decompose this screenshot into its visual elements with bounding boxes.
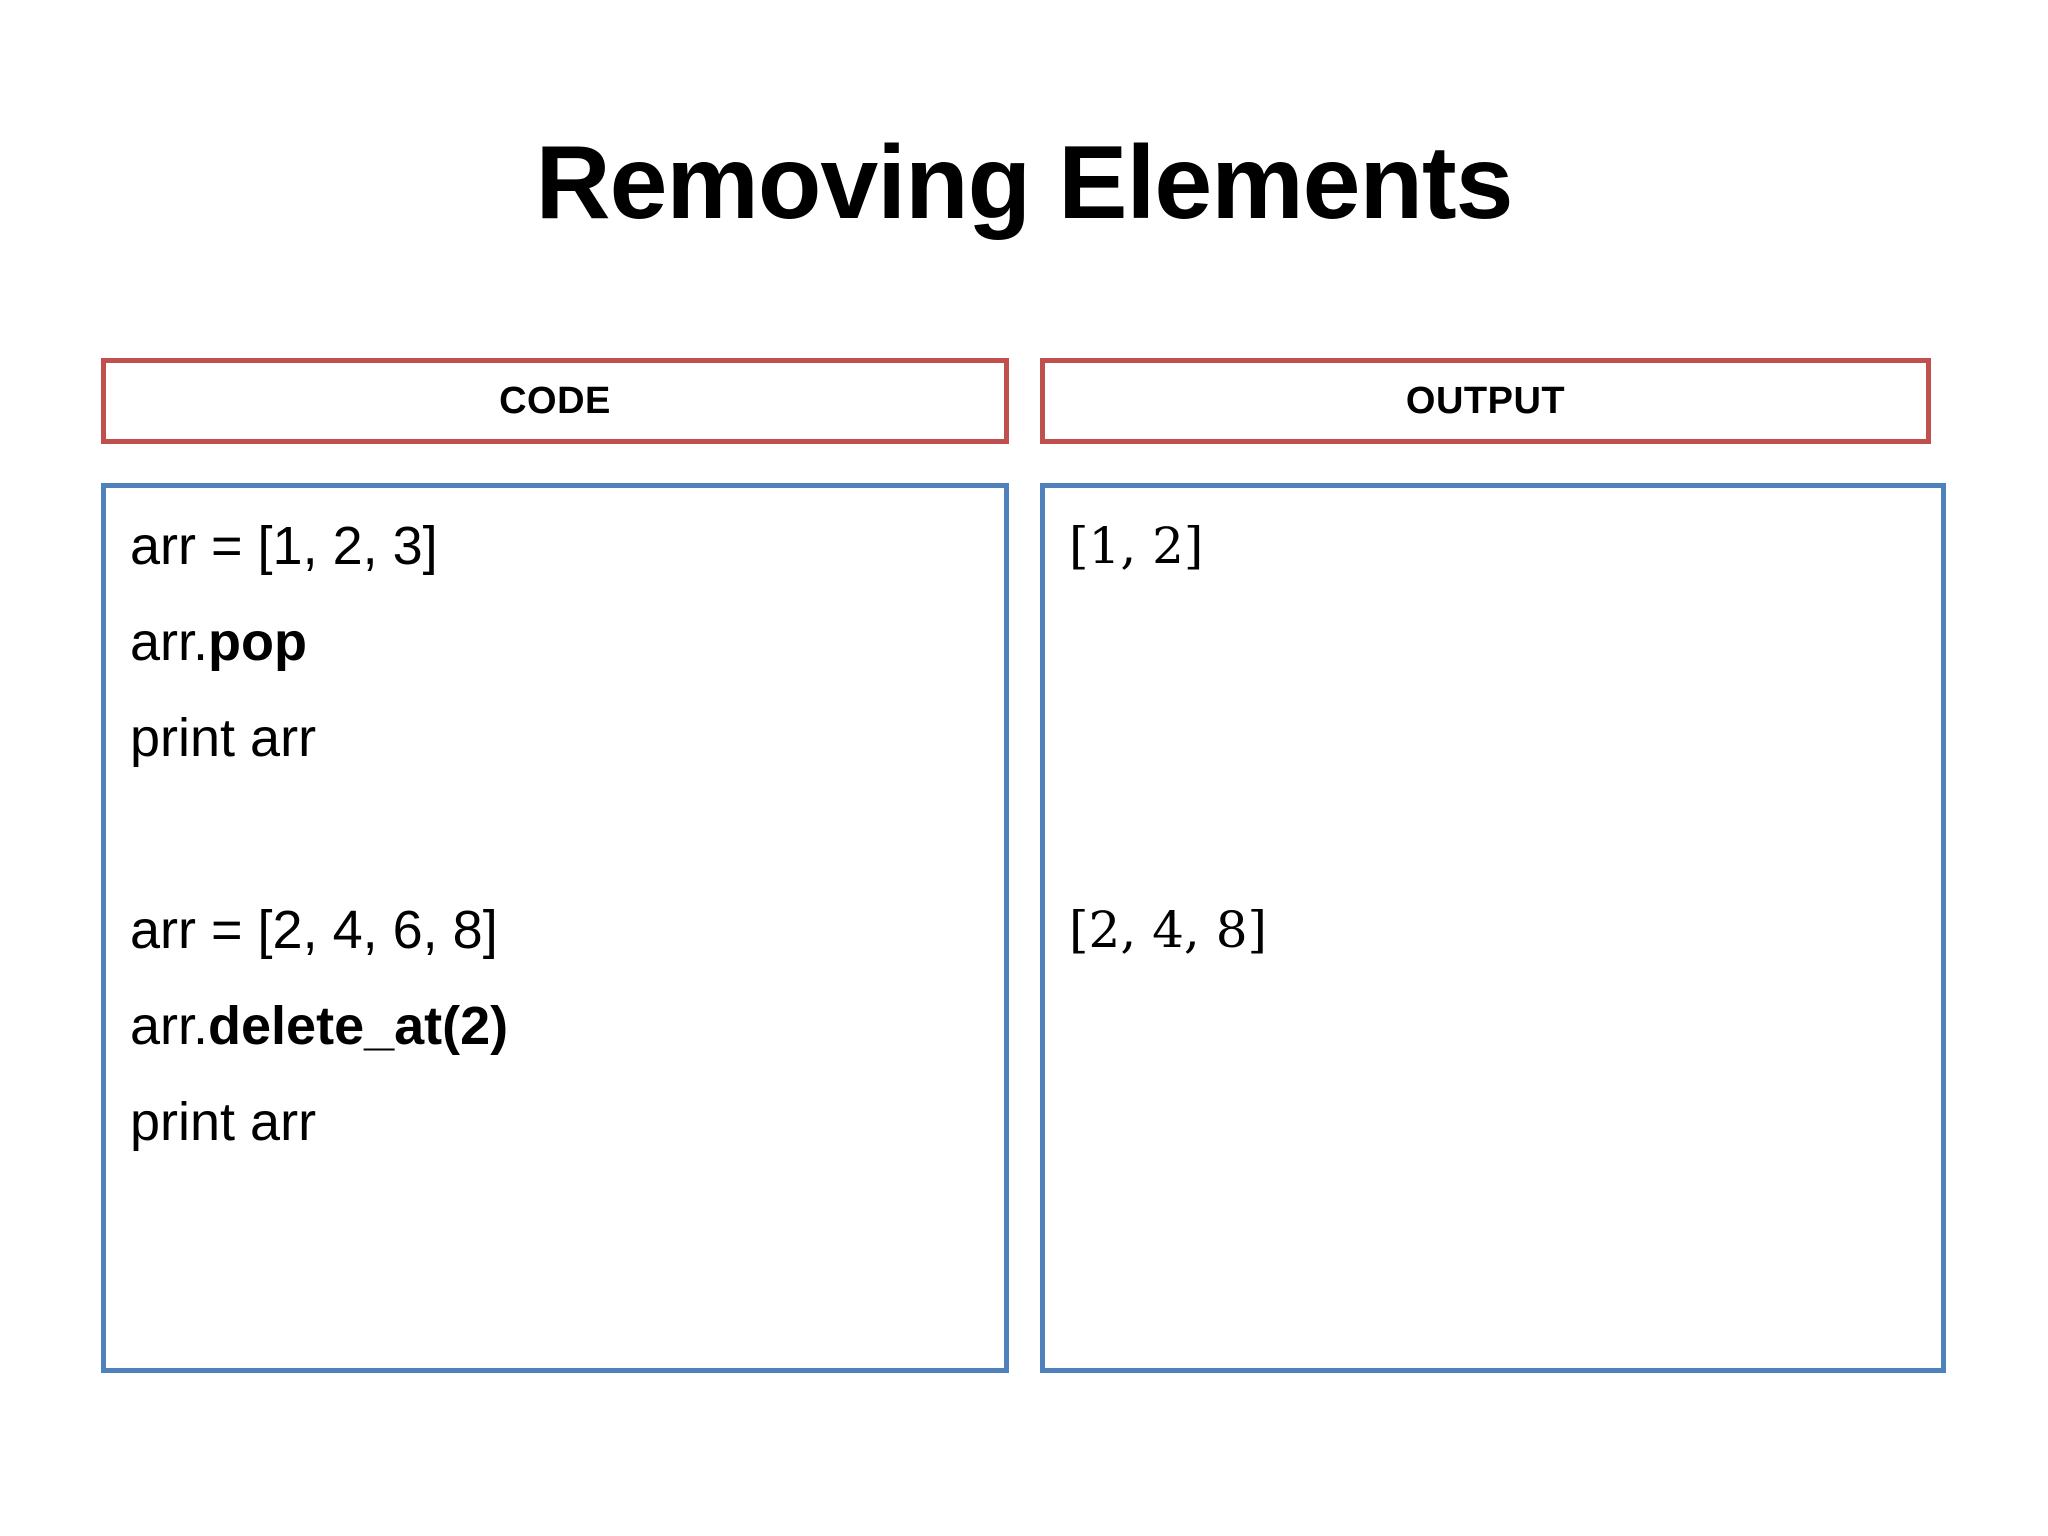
output-line-blank: [1069, 594, 1931, 690]
code-line: arr = [1, 2, 3]: [130, 498, 994, 594]
output-line-blank: [1069, 690, 1931, 786]
code-header-label: CODE: [499, 380, 611, 422]
code-text: print arr: [130, 1092, 317, 1152]
code-text: arr = [1, 2, 3]: [130, 516, 438, 576]
output-listing: [1, 2] [2, 4, 8]: [1069, 498, 1931, 978]
code-line: arr.delete_at(2): [130, 978, 994, 1074]
output-line: [1, 2]: [1069, 517, 1204, 575]
code-method-name: pop: [208, 612, 307, 672]
output-line-blank: [1069, 786, 1931, 882]
code-text: arr.: [130, 996, 209, 1056]
output-panel: [1, 2] [2, 4, 8]: [1040, 483, 1946, 1373]
code-line: print arr: [130, 690, 994, 786]
code-text: print arr: [130, 708, 317, 768]
output-line: [2, 4, 8]: [1069, 901, 1268, 959]
code-header-box: CODE: [101, 358, 1009, 444]
output-header-box: OUTPUT: [1040, 358, 1931, 444]
code-text: arr.: [130, 612, 209, 672]
code-line: print arr: [130, 1074, 994, 1170]
page-title: Removing Elements: [535, 125, 1513, 241]
code-method-name: delete_at(2): [208, 996, 509, 1056]
code-line-blank: [130, 786, 994, 882]
code-line: arr.pop: [130, 594, 994, 690]
code-text: arr = [2, 4, 6, 8]: [130, 900, 498, 960]
output-header-label: OUTPUT: [1405, 380, 1566, 422]
code-line: arr = [2, 4, 6, 8]: [130, 882, 994, 978]
